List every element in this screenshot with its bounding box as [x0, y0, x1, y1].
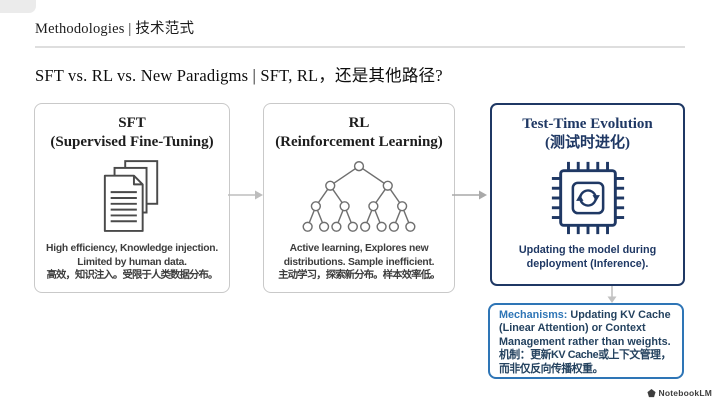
card-tte-title-main: Test-Time Evolution: [522, 116, 653, 132]
notebooklm-watermark-text: NotebookLM: [658, 388, 712, 398]
card-tte-body-line2: deployment (Inference).: [526, 257, 649, 270]
card-rl-title: RL (Reinforcement Learning): [275, 114, 443, 152]
header-divider: [35, 46, 685, 48]
slide-kicker: Methodologies | 技术范式: [35, 21, 195, 37]
flow-arrow-rl-to-tte: [452, 190, 487, 200]
card-sft-body: High efficiency, Knowledge injection. Li…: [46, 242, 218, 283]
card-rl-title-sub: (Reinforcement Learning): [275, 133, 443, 150]
card-rl-body: Active learning, Explores new distributi…: [278, 242, 440, 283]
card-test-time-evolution: Test-Time Evolution (测试时进化): [490, 103, 685, 286]
card-sft-title: SFT (Supervised Fine-Tuning): [50, 114, 213, 152]
flow-arrow-tte-to-mechanisms: [607, 286, 617, 303]
mechanisms-text-zh: 机制：更新KV Cache或上下文管理，而非仅反向传播权重。: [499, 349, 671, 375]
notebooklm-logo-icon: [646, 388, 656, 397]
chip-refresh-icon: [547, 153, 629, 243]
card-tte-body: Updating the model during deployment (In…: [519, 243, 656, 272]
mechanisms-callout: Mechanisms: Updating KV Cache (Linear At…: [488, 303, 684, 379]
card-rl: RL (Reinforcement Learning): [263, 103, 455, 293]
card-rl-body-line2: distributions. Sample inefficient.: [283, 256, 435, 268]
card-sft-title-main: SFT: [118, 115, 146, 131]
card-rl-body-line1: Active learning, Explores new: [289, 243, 429, 255]
card-tte-body-line1: Updating the model during: [518, 243, 657, 256]
card-sft-body-line3: 高效，知识注入。受限于人类数据分布。: [46, 270, 219, 282]
card-sft-body-line1: High efficiency, Knowledge injection.: [46, 243, 218, 255]
flow-arrow-sft-to-rl: [228, 190, 263, 200]
mechanisms-text-en: Updating KV Cache (Linear Attention) or …: [499, 309, 671, 348]
documents-stack-icon: [100, 152, 164, 243]
card-sft-title-sub: (Supervised Fine-Tuning): [50, 133, 214, 150]
mechanisms-label: Mechanisms:: [499, 309, 568, 321]
card-sft: SFT (Supervised Fine-Tuning) High: [34, 103, 230, 293]
notebooklm-watermark: NotebookLM: [646, 388, 712, 398]
card-tte-title: Test-Time Evolution (测试时进化): [522, 115, 652, 153]
card-rl-body-line3: 主动学习，探索新分布。样本效率低。: [278, 270, 440, 282]
card-sft-body-line2: Limited by human data.: [77, 256, 187, 268]
decision-tree-icon: [297, 152, 421, 243]
slide-title: SFT vs. RL vs. New Paradigms | SFT, RL，还…: [35, 66, 443, 85]
screen-corner-artifact: [0, 0, 36, 13]
card-tte-title-sub: (测试时进化): [545, 134, 630, 151]
card-rl-title-main: RL: [348, 115, 370, 131]
